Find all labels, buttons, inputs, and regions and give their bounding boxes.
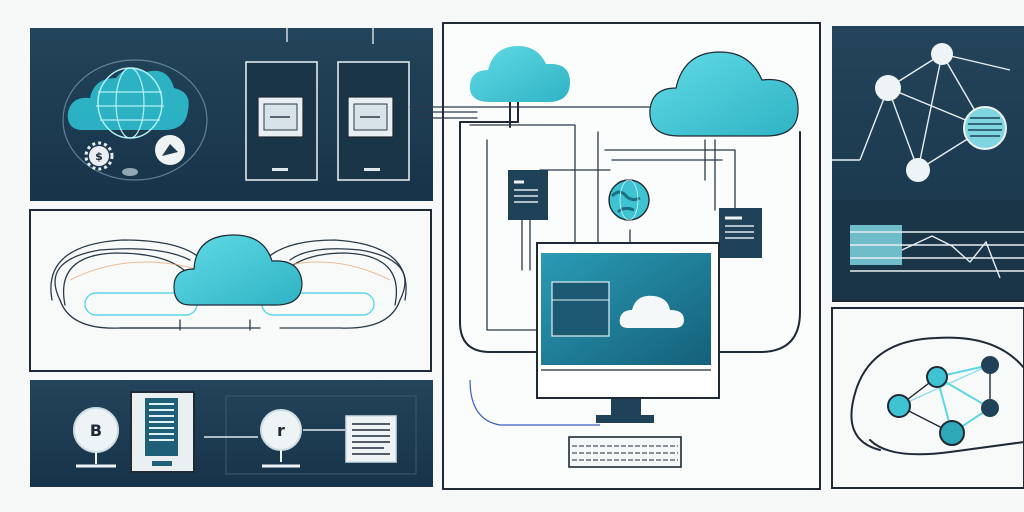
server-icon — [130, 391, 195, 473]
arrow-badge-icon — [155, 135, 185, 165]
cloud-icon — [469, 46, 570, 102]
globe-icon — [608, 179, 650, 221]
document-icon — [508, 170, 548, 220]
node-right-label: r — [277, 421, 285, 440]
monitor-icon — [536, 242, 720, 423]
document-icon — [345, 415, 397, 463]
globe-cloud-icon — [62, 59, 208, 181]
node-left-label: B — [90, 421, 102, 440]
top-left-panel: $ — [30, 28, 433, 201]
server-card-2 — [337, 28, 410, 181]
bottom-right-panel — [831, 307, 1024, 489]
middle-left-panel — [29, 209, 432, 372]
center-frame — [409, 22, 821, 490]
keyboard-icon — [568, 436, 682, 468]
gear-badge-label: $ — [95, 150, 103, 163]
server-card-1 — [245, 28, 318, 181]
bottom-left-panel: B r — [30, 380, 433, 487]
cloud-icon — [649, 51, 799, 137]
document-icon — [719, 208, 762, 258]
cloud-icon — [173, 234, 303, 306]
network-graph-icon — [887, 356, 999, 446]
network-graph-icon — [832, 43, 1011, 182]
gear-icon: $ — [84, 141, 114, 171]
node-right: r — [260, 409, 302, 468]
node-left: B — [73, 407, 119, 468]
top-right-panel — [832, 26, 1024, 302]
